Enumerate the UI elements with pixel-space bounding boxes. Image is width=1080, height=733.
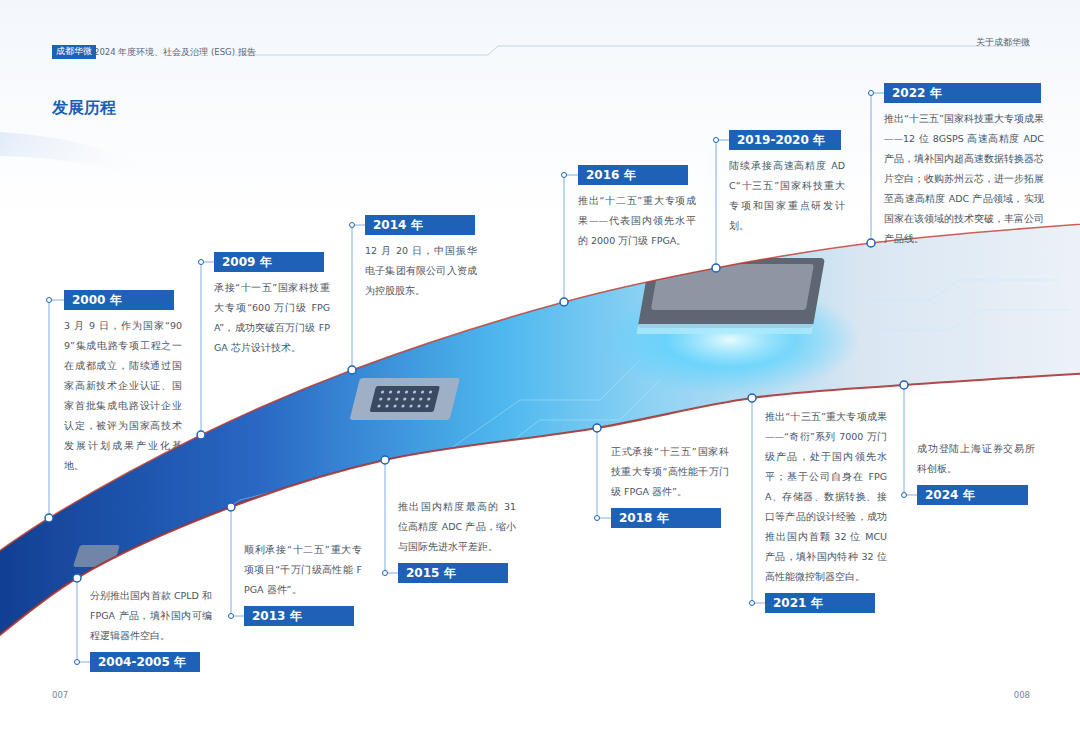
brand-name: 成都华微 <box>56 46 92 58</box>
leader-end <box>714 138 719 143</box>
leader-end <box>350 223 355 228</box>
milestone-text: 推出“十三五”重大专项成果——“奇衍”系列 7000 万门级产品，处于国内领先水… <box>765 407 887 587</box>
milestone-text: 12 月 20 日，中国振华电子集团有限公司入资成为控股股东。 <box>365 241 477 301</box>
timeline-milestone: 2024 年 成功登陆上海证券交易所科创板。 <box>917 439 1035 505</box>
leader-line <box>904 385 917 495</box>
timeline-milestone: 2013 年 顺利承接“十二五”重大专项项目“千万门级高性能 FPGA 器件”。 <box>244 540 362 626</box>
page-number: 008 <box>1014 690 1030 700</box>
timeline-milestone: 2014 年 12 月 20 日，中国振华电子集团有限公司入资成为控股股东。 <box>365 215 477 301</box>
milestone-text: 推出“十二五”重大专项成果——代表国内领先水平的 2000 万门级 FPGA。 <box>578 191 696 251</box>
year-label: 2019-2020 年 <box>729 130 841 150</box>
timeline-milestone: 2022 年推出“十三五”国家科技重大专项成果——12 位 8GSPS 高速高精… <box>884 83 1044 249</box>
milestone-text: 承接“十一五”国家科技重大专项“600 万门级 FPGA”，成功突破百万门级 F… <box>214 278 330 358</box>
leader-line <box>49 300 64 518</box>
decor-arc <box>0 132 188 196</box>
timeline-milestone: 2000 年 3 月 9 日，作为国家“909”集成电路专项工程之一在成都成立，陆… <box>64 290 182 476</box>
leader-line <box>352 225 365 370</box>
leader-line <box>385 460 398 573</box>
leader-end <box>75 660 80 665</box>
timeline-milestone: 2019-2020 年陆续承接高速高精度 ADC“十三五”国家科技重大专项和国家… <box>729 130 845 236</box>
leader-end <box>869 91 874 96</box>
milestone-text: 陆续承接高速高精度 ADC“十三五”国家科技重大专项和国家重点研发计划。 <box>729 156 845 236</box>
leader-line <box>201 262 214 435</box>
milestone-text: 成功登陆上海证券交易所科创板。 <box>917 439 1035 479</box>
header-rule <box>235 46 1030 55</box>
leader-end <box>902 493 907 498</box>
year-label: 2018 年 <box>611 508 721 528</box>
timeline-milestone: 2009 年承接“十一五”国家科技重大专项“600 万门级 FPGA”，成功突破… <box>214 252 330 358</box>
milestone-text: 分别推出国内首款 CPLD 和 FPGA 产品，填补国内可编程逻辑器件空白。 <box>90 586 212 646</box>
timeline-dot <box>381 456 389 464</box>
timeline-dot <box>748 394 756 402</box>
leader-line <box>231 507 244 616</box>
milestone-text: 推出“十三五”国家科技重大专项成果——12 位 8GSPS 高速高精度 ADC … <box>884 109 1044 249</box>
timeline-milestone: 2018 年 正式承接“十三五”国家科技重大专项“高性能千万门级 FPGA 器件”… <box>611 442 729 528</box>
timeline-band <box>0 222 1080 660</box>
milestone-text: 顺利承接“十二五”重大专项项目“千万门级高性能 FPGA 器件”。 <box>244 540 362 600</box>
leader-line <box>77 578 90 662</box>
leader-line <box>716 140 729 268</box>
leader-end <box>47 298 52 303</box>
page-number: 007 <box>52 690 68 700</box>
leader-end <box>750 601 755 606</box>
year-label: 2013 年 <box>244 606 354 626</box>
timeline-dot <box>593 424 601 432</box>
year-label: 2016 年 <box>578 165 688 185</box>
timeline-dot <box>227 503 235 511</box>
milestone-text: 正式承接“十三五”国家科技重大专项“高性能千万门级 FPGA 器件”。 <box>611 442 729 502</box>
report-title: 2024 年度环境、社会及治理 (ESG) 报告 <box>94 47 256 59</box>
timeline-milestone: 2021 年 推出“十三五”重大专项成果——“奇衍”系列 7000 万门级产品，处… <box>765 407 887 613</box>
year-label: 2021 年 <box>765 593 875 613</box>
leader-end <box>595 516 600 521</box>
year-label: 2015 年 <box>398 563 508 583</box>
year-label: 2014 年 <box>365 215 475 235</box>
timeline-dot <box>900 381 908 389</box>
leader-line <box>871 93 884 243</box>
milestone-text: 3 月 9 日，作为国家“909”集成电路专项工程之一在成都成立，陆续通过国家高… <box>64 316 182 476</box>
leader-line <box>564 175 578 302</box>
brand-tag: 成都华微 <box>52 45 96 59</box>
timeline-dot <box>712 264 720 272</box>
circuit-art <box>73 258 1070 600</box>
page-title: 发展历程 <box>52 98 116 119</box>
leader-line <box>752 398 765 603</box>
leader-end <box>383 571 388 576</box>
year-label: 2009 年 <box>214 252 324 272</box>
timeline-milestone: 2016 年推出“十二五”重大专项成果——代表国内领先水平的 2000 万门级 … <box>578 165 696 251</box>
year-label: 2000 年 <box>64 290 174 310</box>
timeline-dot <box>560 298 568 306</box>
leader-line <box>597 428 611 518</box>
band-edge <box>0 372 1080 660</box>
year-label: 2022 年 <box>884 83 1041 103</box>
leader-end <box>562 173 567 178</box>
timeline-dot <box>73 574 81 582</box>
timeline-dot <box>45 514 53 522</box>
band-edge <box>0 222 1080 572</box>
year-label: 2004-2005 年 <box>90 652 200 672</box>
leader-end <box>199 260 204 265</box>
timeline-milestone: 2015 年 推出国内精度最高的 31 位高精度 ADC 产品，缩小与国际先进水平… <box>398 497 516 583</box>
timeline-dot <box>867 239 875 247</box>
milestone-text: 推出国内精度最高的 31 位高精度 ADC 产品，缩小与国际先进水平差距。 <box>398 497 516 557</box>
leader-end <box>229 614 234 619</box>
section-name: 关于成都华微 <box>976 37 1030 49</box>
timeline-dot <box>348 366 356 374</box>
timeline-milestone: 2004-2005 年 分别推出国内首款 CPLD 和 FPGA 产品，填补国内可… <box>90 586 212 672</box>
year-label: 2024 年 <box>917 485 1028 505</box>
timeline-dot <box>197 431 205 439</box>
